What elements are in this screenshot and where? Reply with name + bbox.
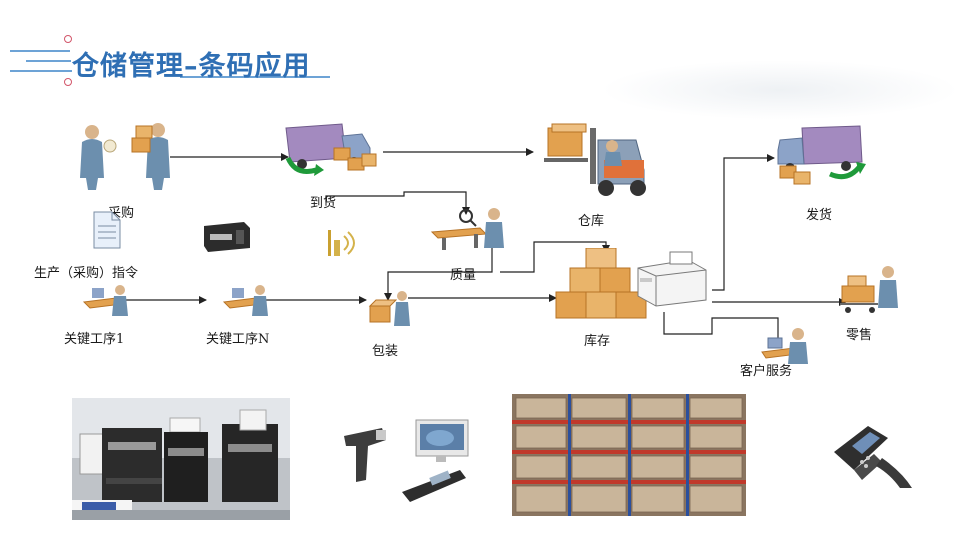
server-icon <box>637 251 707 307</box>
connector-quality-packing <box>384 248 493 301</box>
rfid-node <box>322 226 362 260</box>
arrival-node <box>280 118 380 180</box>
label-retail: 零售 <box>846 328 873 343</box>
label-packing: 包装 <box>372 344 399 359</box>
printer-node <box>200 218 252 254</box>
warehouse-node <box>540 120 660 198</box>
service-desk-icon <box>761 328 808 364</box>
handheld-terminal-photo <box>824 418 916 490</box>
label-printer-icon <box>204 222 250 252</box>
server-node <box>634 250 710 308</box>
page-title: 仓储管理–条码应用 <box>72 51 311 82</box>
purchase-people-icon <box>80 123 170 190</box>
label-shipping: 发货 <box>806 208 833 223</box>
label-key-process-1: 关键工序1 <box>64 332 125 347</box>
label-key-process-n: 关键工序N <box>206 332 270 347</box>
label-production-order: 生产（采购）指令 <box>34 266 139 281</box>
inventory-node <box>552 247 656 322</box>
stacked-boxes-icon <box>555 247 647 319</box>
label-quality: 质量 <box>450 268 477 283</box>
packing-node <box>368 288 412 328</box>
barcode-printers-photo <box>72 398 290 520</box>
background-wash <box>600 60 960 120</box>
connector-inventory-service <box>663 312 782 347</box>
label-warehouse: 仓库 <box>578 214 605 229</box>
workstation-icon <box>82 285 128 316</box>
key-process-1-node <box>82 282 130 318</box>
retail-node <box>836 264 902 316</box>
retail-cart-icon <box>840 266 898 313</box>
quality-node <box>428 204 510 252</box>
title-deco-line <box>10 70 72 72</box>
label-arrival: 到货 <box>310 196 337 211</box>
rfid-antenna-icon <box>328 230 355 256</box>
label-customer-service: 客户服务 <box>740 364 793 379</box>
title-deco-dot <box>64 35 72 43</box>
customer-service-node <box>760 326 810 366</box>
purchase-node <box>74 118 174 190</box>
document-node <box>92 210 122 250</box>
title-area: 仓储管理–条码应用 <box>0 30 360 90</box>
shipping-truck-icon <box>777 125 866 185</box>
title-underline <box>180 76 330 78</box>
workstation-icon <box>222 285 268 316</box>
delivery-truck-icon <box>285 123 377 176</box>
key-process-n-node <box>222 282 270 318</box>
warehouse-shelves-photo <box>512 394 746 516</box>
title-deco-dot <box>64 78 72 86</box>
connector-quality-inventory <box>500 241 610 273</box>
forklift-icon <box>544 123 646 196</box>
label-inventory: 库存 <box>584 334 611 349</box>
packing-worker-icon <box>368 291 410 326</box>
document-icon <box>93 211 121 249</box>
barcode-scanner-devices-photo <box>340 418 474 504</box>
title-deco-line <box>10 50 70 52</box>
quality-inspector-icon <box>430 208 504 250</box>
title-deco-line <box>26 60 71 62</box>
shipping-node <box>772 120 872 190</box>
connector-inventory-shipping <box>712 154 775 291</box>
connector-arrival-quality <box>325 191 470 215</box>
